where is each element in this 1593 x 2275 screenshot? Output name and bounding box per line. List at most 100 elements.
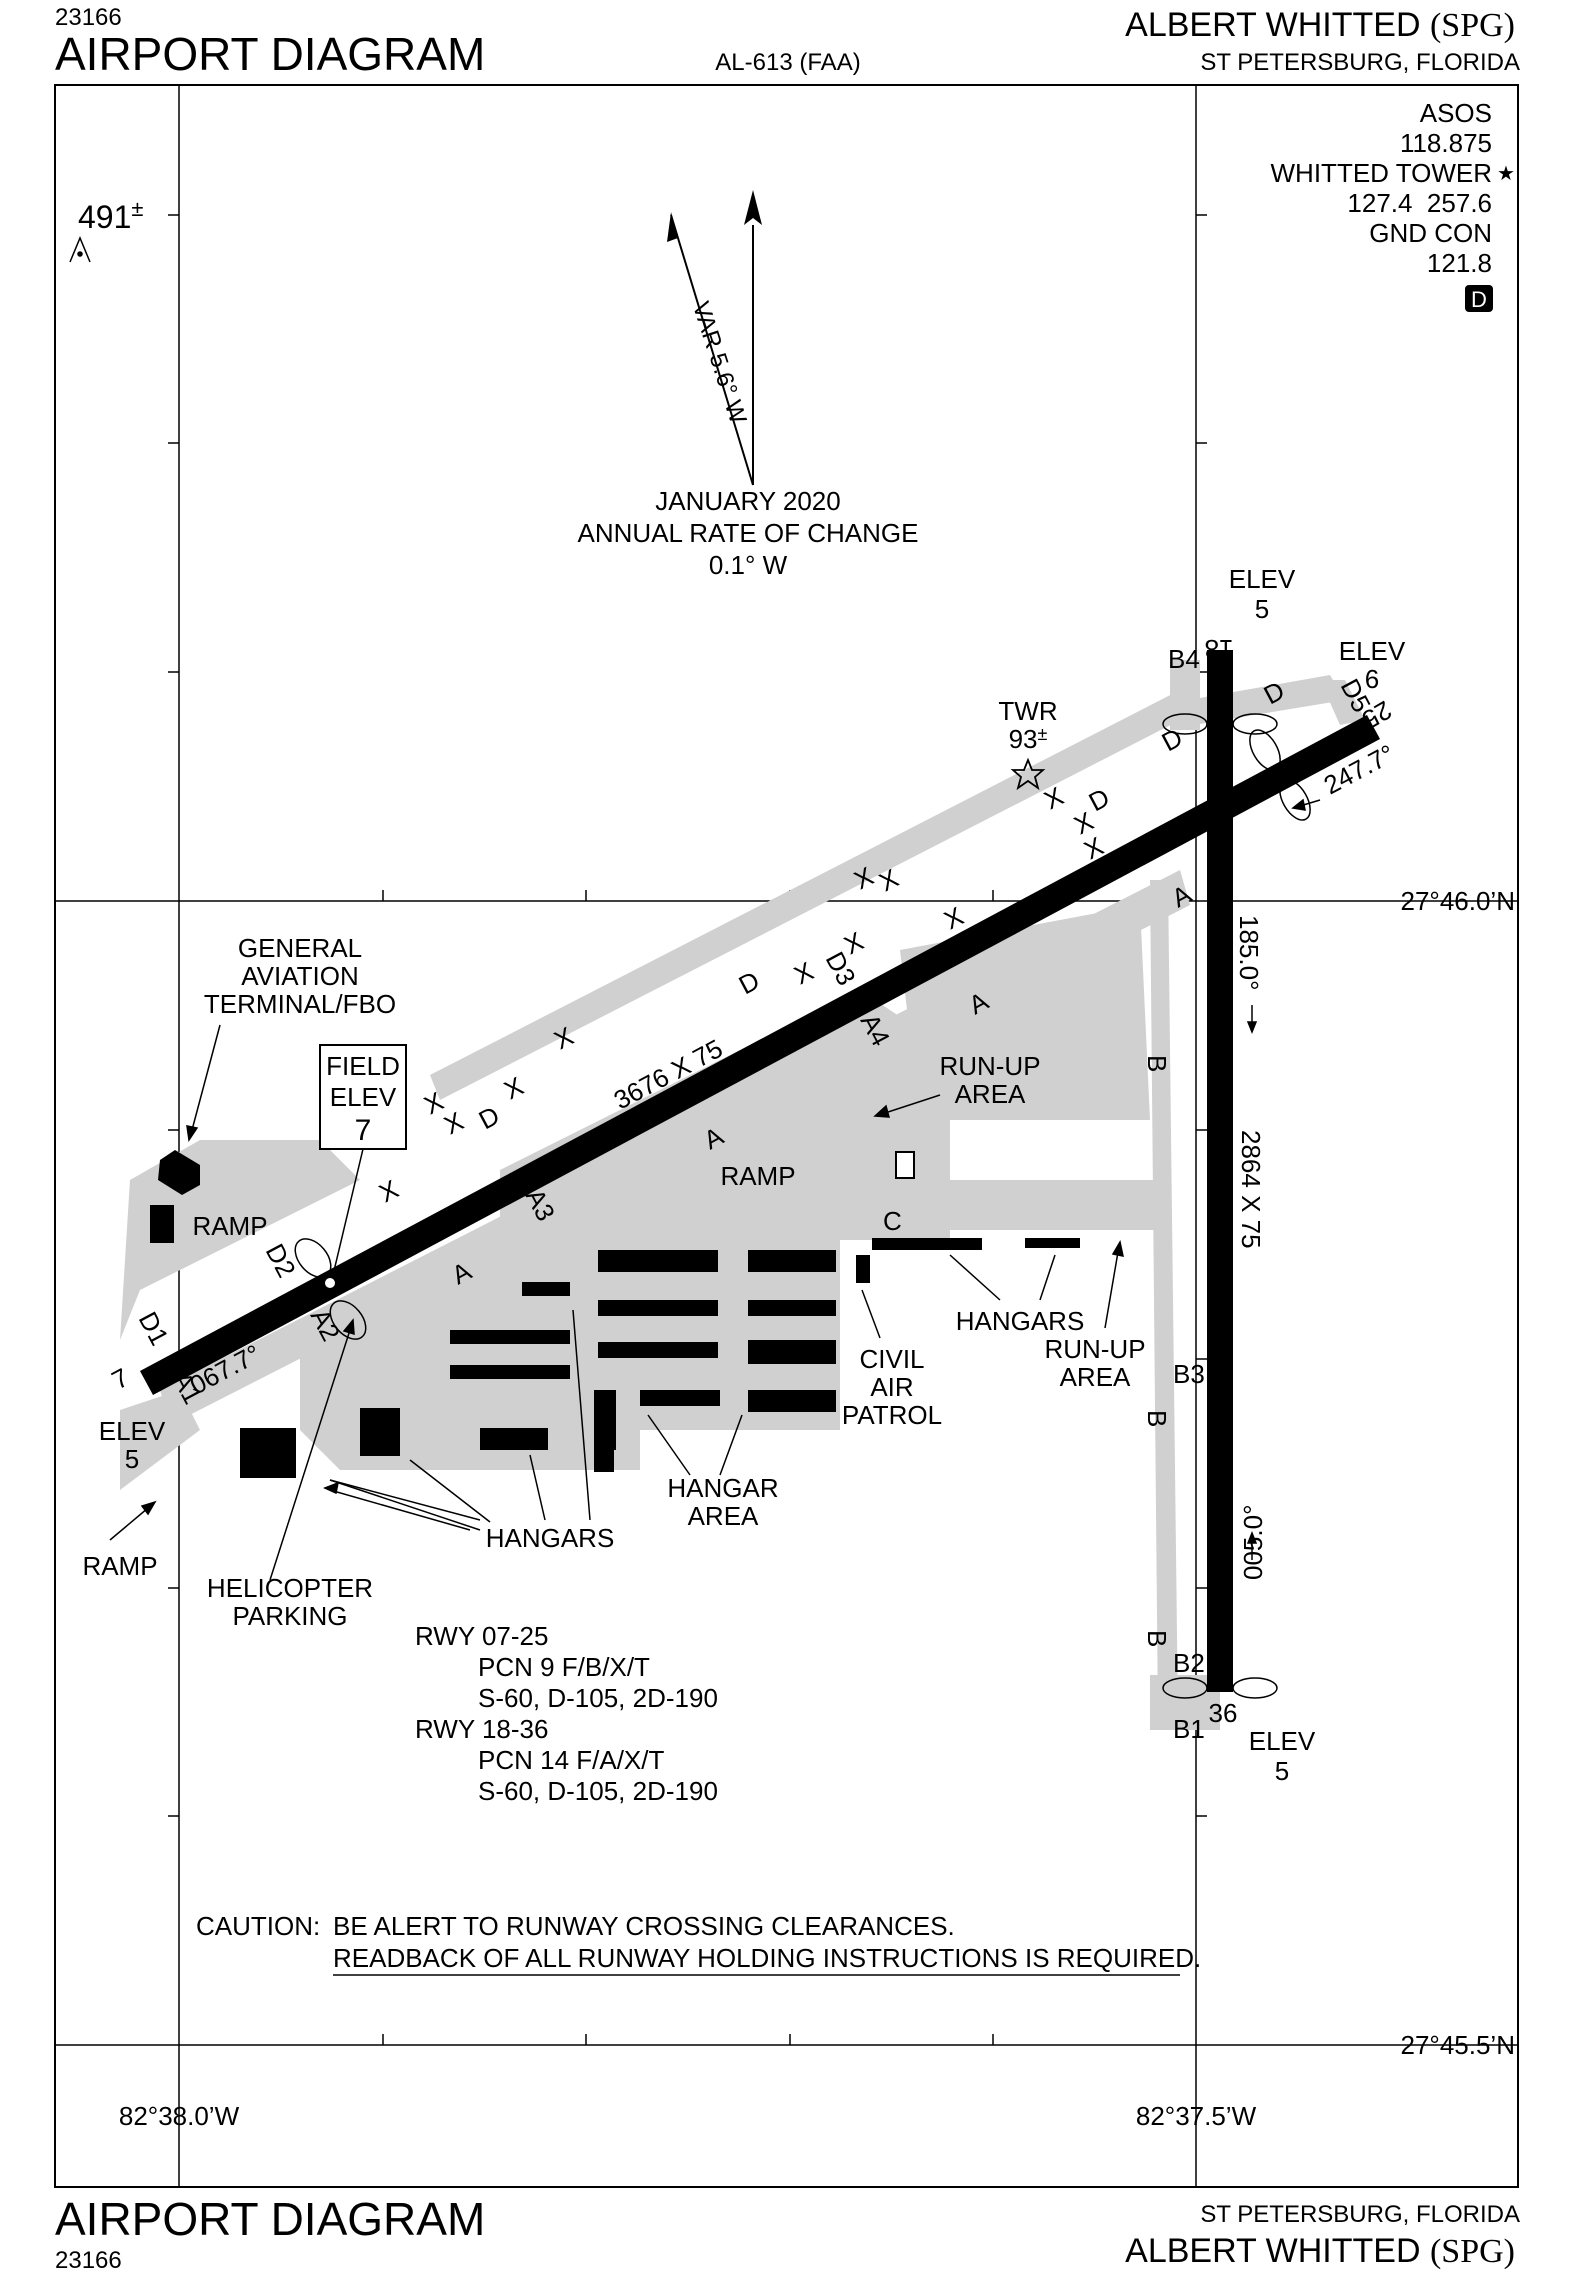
runup-north-1: RUN-UP — [939, 1051, 1040, 1081]
hangars-south: HANGARS — [486, 1523, 615, 1553]
star-icon: ★ — [1497, 163, 1515, 185]
tower-freqs: 127.4 257.6 — [1347, 188, 1492, 218]
magnetic-north-arrow-icon — [667, 212, 678, 242]
hangar-row-7 — [748, 1340, 836, 1364]
heli-1: HELICOPTER — [207, 1573, 373, 1603]
elev-36-label: ELEV — [1249, 1726, 1316, 1756]
hangar-west-1 — [150, 1205, 174, 1243]
lon-right: 82°37.5’W — [1136, 2101, 1257, 2131]
twy-d-1: D — [474, 1100, 505, 1135]
rwy-18-36-dims: 2864 X 75 — [1236, 1130, 1266, 1249]
field-elev-line2: ELEV — [330, 1082, 397, 1112]
central-ramp — [500, 990, 950, 1240]
footer-doc-number: 23166 — [55, 2247, 122, 2274]
header-title: AIRPORT DIAGRAM — [55, 28, 485, 80]
asos-label: ASOS — [1420, 98, 1492, 128]
tower-height: 93± — [1009, 724, 1048, 754]
field-elev-line1: FIELD — [326, 1051, 400, 1081]
elev-07-value: 5 — [125, 1444, 139, 1474]
twy-b-2: B — [1142, 1410, 1172, 1427]
twy-b-1: B — [1142, 1055, 1172, 1072]
hangar-area-1: HANGAR — [667, 1473, 778, 1503]
ground-label: GND CON — [1369, 218, 1492, 248]
pcn-rwy1-label: RWY 07-25 — [415, 1621, 548, 1651]
heading-arrows — [1246, 798, 1321, 1560]
rwy-185-heading: 185.0° — [1234, 915, 1264, 990]
caution-line2: READBACK OF ALL RUNWAY HOLDING INSTRUCTI… — [333, 1943, 1201, 1973]
gen-aviation-1: GENERAL — [238, 933, 362, 963]
elev-25-value: 6 — [1365, 664, 1379, 694]
closed-x-6: X — [789, 956, 818, 991]
closed-x-1: X — [374, 1174, 403, 1209]
hangar-row-5 — [748, 1250, 836, 1272]
runway-18-36 — [1207, 650, 1233, 1692]
taxiway-d-north — [1160, 675, 1345, 728]
field-elev-value: 7 — [355, 1114, 372, 1147]
pcn-rwy1-weights: S-60, D-105, 2D-190 — [478, 1683, 718, 1713]
chart-frame — [54, 84, 1519, 2188]
twy-b4: B4 — [1168, 644, 1200, 674]
tower-label: WHITTED TOWER — [1271, 158, 1492, 188]
runway-07-25 — [140, 715, 1380, 1395]
buildings — [150, 1150, 1080, 1478]
field-elev-leader — [332, 1148, 364, 1276]
pcn-rwy1-pcn: PCN 9 F/B/X/T — [478, 1652, 650, 1682]
closed-x-9: X — [874, 863, 903, 898]
magnetic-north-line — [670, 214, 754, 486]
true-north-arrow-icon — [744, 190, 762, 225]
field-elevation-point — [323, 1276, 337, 1290]
frequency-block: ASOS 118.875 WHITTED TOWER 127.4 257.6 G… — [1271, 98, 1492, 278]
hangar-south-5 — [360, 1408, 400, 1456]
closed-x-4: X — [499, 1071, 528, 1106]
twy-c: C — [883, 1206, 902, 1236]
twy-b3: B3 — [1173, 1359, 1205, 1389]
asos-freq: 118.875 — [1400, 128, 1492, 158]
tower-label: TWR — [998, 696, 1057, 726]
hangar-south-4 — [480, 1428, 548, 1450]
header-airport-id: (SPG) — [1430, 7, 1515, 44]
southwest-ramp — [120, 1390, 200, 1490]
footer-airport-name-text: ALBERT WHITTED — [1125, 2232, 1420, 2270]
hangar-row-1 — [598, 1250, 718, 1272]
fuel-icon — [895, 1151, 915, 1179]
civil-3: PATROL — [842, 1400, 942, 1430]
hold-symbols — [294, 713, 1311, 1699]
airspace-class-box — [1465, 285, 1493, 312]
runup-south-1: RUN-UP — [1044, 1334, 1145, 1364]
hangar-row-6 — [748, 1300, 836, 1316]
caution-line1: BE ALERT TO RUNWAY CROSSING CLEARANCES. — [333, 1911, 955, 1941]
header-airport-name: ALBERT WHITTED (SPG) — [1125, 6, 1515, 44]
rwy-18-number: 18 — [1205, 634, 1234, 664]
elev-36-value: 5 — [1275, 1756, 1289, 1786]
magnetic-arrows — [667, 190, 762, 486]
hangar-row-8 — [748, 1390, 836, 1412]
magnetic-epoch: JANUARY 2020 — [655, 486, 840, 516]
header-proc-id: AL-613 (FAA) — [715, 49, 860, 76]
hangar-south-2 — [450, 1365, 570, 1379]
taxiway-b — [1150, 880, 1178, 1720]
twy-b2: B2 — [1173, 1648, 1205, 1678]
obstacle-height: 491± — [78, 196, 143, 235]
taxiway-d — [430, 690, 1190, 1100]
footer-airport-id: (SPG) — [1430, 2233, 1515, 2270]
twy-b-3: B — [1142, 1630, 1172, 1647]
hangar-south-6 — [240, 1428, 296, 1478]
closed-x-3: X — [439, 1106, 468, 1141]
gen-aviation-2: AVIATION — [241, 961, 359, 991]
lon-left: 82°38.0’W — [119, 2101, 240, 2131]
runup-south-2: AREA — [1060, 1362, 1131, 1392]
hangar-south-8 — [594, 1450, 614, 1472]
tower-icon — [1010, 757, 1046, 791]
pcn-rwy2-pcn: PCN 14 F/A/X/T — [478, 1745, 664, 1775]
field-elev-box — [319, 1044, 407, 1150]
hangar-area-2: AREA — [688, 1501, 759, 1531]
header-location: ST PETERSBURG, FLORIDA — [1200, 49, 1520, 76]
ramp-central: RAMP — [720, 1161, 795, 1191]
hangar-c-2 — [1025, 1238, 1080, 1248]
twy-d-3: D — [1084, 782, 1115, 817]
obstacle-icon — [69, 236, 91, 263]
civil-air-patrol-building — [856, 1255, 870, 1283]
magnetic-rate-label: ANNUAL RATE OF CHANGE — [578, 518, 919, 548]
header-airport-name-text: ALBERT WHITTED — [1125, 6, 1420, 44]
hangar-south-1 — [450, 1330, 570, 1344]
